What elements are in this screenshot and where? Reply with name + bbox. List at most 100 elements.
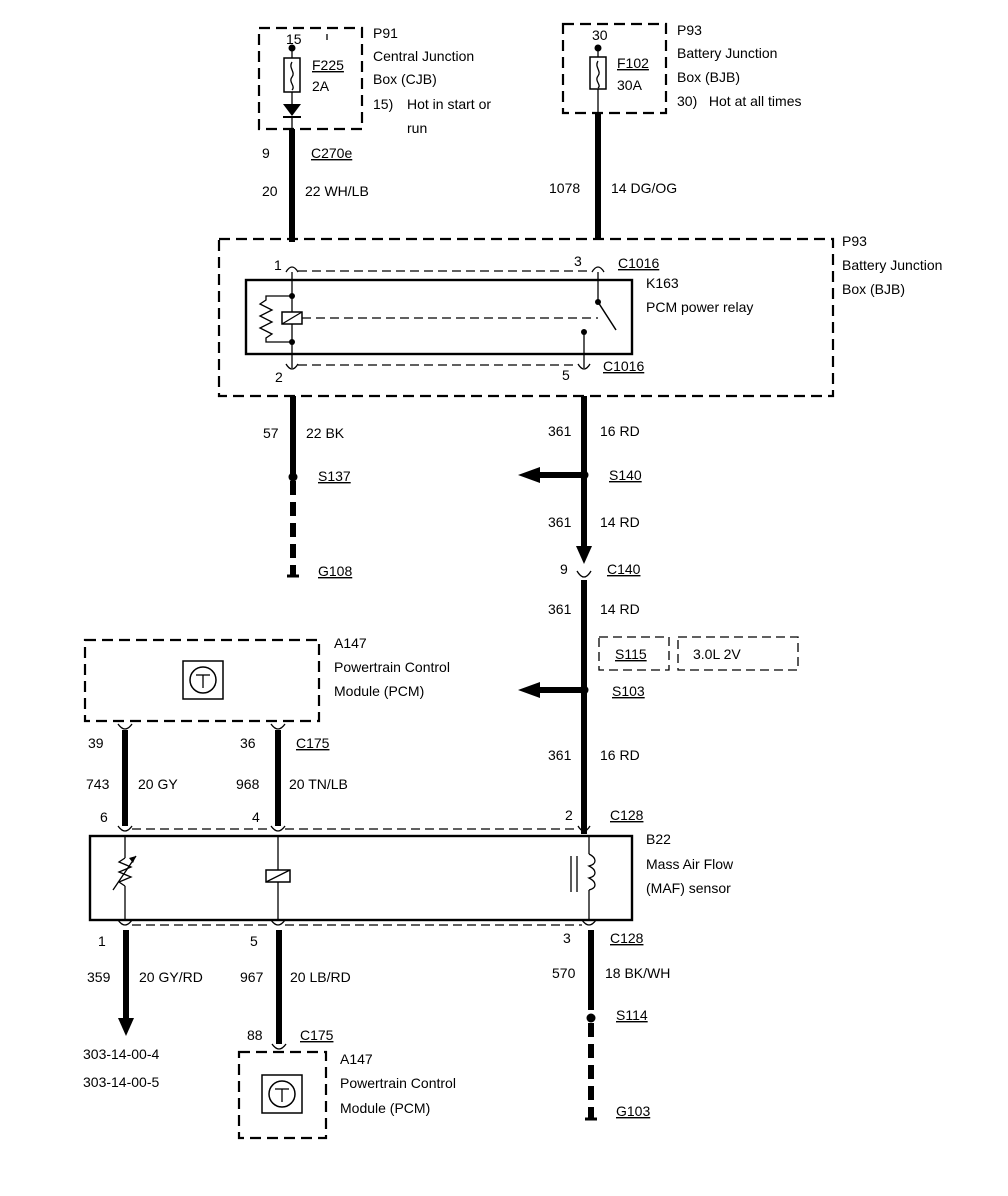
pcm-power-relay: [244, 278, 634, 356]
svg-text:6: 6: [100, 809, 108, 825]
svg-text:36: 36: [240, 735, 256, 751]
svg-text:S140: S140: [609, 467, 642, 483]
svg-text:S114: S114: [616, 1007, 648, 1023]
svg-text:9: 9: [262, 145, 270, 161]
svg-text:5: 5: [250, 933, 258, 949]
svg-text:361: 361: [548, 601, 572, 617]
p91-note-line1: Hot in start or: [407, 96, 491, 112]
svg-text:22 BK: 22 BK: [306, 425, 345, 441]
pcm-top-name: A147: [334, 635, 367, 651]
svg-text:9: 9: [560, 561, 568, 577]
pcm-bottom-name: A147: [340, 1051, 373, 1067]
p91-line1: Central Junction: [373, 48, 474, 64]
svg-text:C175: C175: [300, 1027, 334, 1043]
p93-note: 30) Hot at all times: [677, 93, 802, 109]
pcm-top-line2: Module (PCM): [334, 683, 424, 699]
bjb-relay-box: P93 Battery Junction Box (BJB) 1 3 C1016…: [217, 233, 942, 398]
thermistor-icon: [112, 836, 137, 920]
svg-text:967: 967: [240, 969, 264, 985]
svg-text:3: 3: [563, 930, 571, 946]
splice-s114: [586, 1013, 596, 1023]
svg-text:S115: S115: [615, 646, 647, 662]
ground-g103: G103: [616, 1103, 650, 1119]
p91-note-pin: 15): [373, 96, 393, 112]
maf-line1: Mass Air Flow: [646, 856, 734, 872]
svg-text:C175: C175: [296, 735, 330, 751]
ref-303-14-00-4: 303-14-00-4: [83, 1046, 159, 1062]
pcm-bottom: A147 Powertrain Control Module (PCM): [237, 1050, 456, 1140]
p93-pin: 30: [592, 27, 608, 43]
svg-text:2: 2: [275, 369, 283, 385]
svg-text:C270e: C270e: [311, 145, 352, 161]
svg-text:16 RD: 16 RD: [600, 423, 640, 439]
p93-line1: Battery Junction: [677, 45, 777, 61]
svg-text:4: 4: [252, 809, 260, 825]
p93-bjb-fuse: 30 F102 30A P93 Battery Junction Box (BJ…: [561, 22, 802, 115]
fuse-f102-id: F102: [617, 55, 649, 71]
svg-text:57: 57: [263, 425, 279, 441]
bjb-line1: Battery Junction: [842, 257, 942, 273]
p91-line2: Box (CJB): [373, 71, 437, 87]
svg-text:20 GY: 20 GY: [138, 776, 178, 792]
fuse-f225-id: F225: [312, 57, 344, 73]
svg-text:16 RD: 16 RD: [600, 747, 640, 763]
svg-text:14 DG/OG: 14 DG/OG: [611, 180, 677, 196]
wire-22-bk: 57 22 BK S137 G108: [263, 396, 352, 579]
ref-303-14-00-5: 303-14-00-5: [83, 1074, 159, 1090]
pcm-bottom-line2: Module (PCM): [340, 1100, 430, 1116]
svg-text:18 BK/WH: 18 BK/WH: [605, 965, 670, 981]
arrow-down-icon: [118, 1018, 134, 1036]
wire-20-lb-rd: 967 20 LB/RD 88 C175: [240, 930, 351, 1050]
maf-sensor: 2 C128 B22 Mass Air Flow (MAF) sensor: [88, 807, 734, 949]
svg-text:88: 88: [247, 1027, 263, 1043]
relay-id: K163: [646, 275, 679, 291]
svg-text:S137: S137: [318, 468, 351, 484]
bjb-line2: Box (BJB): [842, 281, 905, 297]
svg-text:3.0L 2V: 3.0L 2V: [693, 646, 741, 662]
wire-20-gy-rd: 359 20 GY/RD 303-14-00-4 303-14-00-5: [83, 930, 203, 1090]
svg-text:39: 39: [88, 735, 104, 751]
svg-text:3: 3: [574, 253, 582, 269]
svg-text:20 LB/RD: 20 LB/RD: [290, 969, 351, 985]
svg-text:14 RD: 14 RD: [600, 514, 640, 530]
svg-text:C1016: C1016: [603, 358, 644, 374]
svg-text:743: 743: [86, 776, 110, 792]
svg-text:20 TN/LB: 20 TN/LB: [289, 776, 348, 792]
svg-text:1: 1: [274, 257, 282, 273]
p93-line2: Box (BJB): [677, 69, 740, 85]
heater-element-icon: [265, 836, 291, 920]
p91-pin: 15: [286, 31, 302, 47]
maf-coil-icon: [570, 836, 596, 920]
svg-text:1: 1: [98, 933, 106, 949]
relay-label: PCM power relay: [646, 299, 753, 315]
pcm-top: A147 Powertrain Control Module (PCM) 39 …: [83, 635, 450, 751]
splice-s137: [288, 472, 298, 482]
svg-text:20: 20: [262, 183, 278, 199]
relay-switch-icon: [597, 301, 617, 331]
pcm-top-line1: Powertrain Control: [334, 659, 450, 675]
svg-text:C140: C140: [607, 561, 641, 577]
ground-g108: G108: [318, 563, 352, 579]
svg-text:570: 570: [552, 965, 576, 981]
wire-14-dg-og: 1078 14 DG/OG: [549, 113, 677, 239]
svg-text:5: 5: [562, 367, 570, 383]
p91-name: P91: [373, 25, 398, 41]
svg-text:14 RD: 14 RD: [600, 601, 640, 617]
wire-361-rd: 361 16 RD S140 361 14 RD 9 C140 361 14 R…: [518, 396, 799, 834]
p93-name: P93: [677, 22, 702, 38]
p91-note-line2: run: [407, 120, 427, 136]
pcm-bottom-line1: Powertrain Control: [340, 1075, 456, 1091]
diode-icon: [283, 104, 301, 116]
svg-text:361: 361: [548, 423, 572, 439]
svg-text:S103: S103: [612, 683, 645, 699]
svg-text:359: 359: [87, 969, 111, 985]
maf-sensor-body: [88, 834, 634, 922]
svg-text:361: 361: [548, 514, 572, 530]
arrow-left-icon: [518, 467, 540, 483]
svg-text:C1016: C1016: [618, 255, 659, 271]
arrow-left-icon: [518, 682, 540, 698]
wire-22-wh-lb: 9 C270e 20 22 WH/LB: [262, 129, 369, 242]
wire-20-tn-lb: 968 20 TN/LB 4: [236, 730, 348, 826]
svg-text:22 WH/LB: 22 WH/LB: [305, 183, 369, 199]
